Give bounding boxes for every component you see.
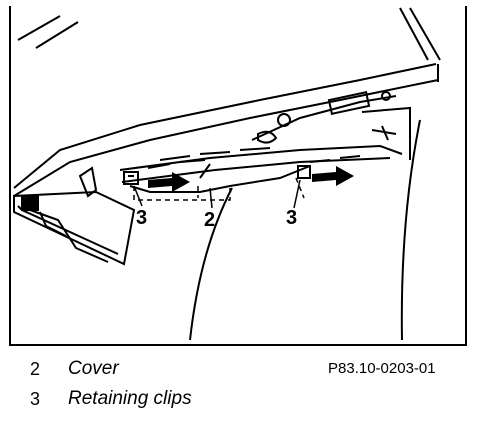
callout-3-left: 3 — [136, 207, 147, 229]
side-panel-curve — [78, 119, 421, 341]
lower-bracket — [13, 190, 136, 266]
legend-number-2: 2 — [30, 359, 41, 379]
legend-label-cover: Cover — [68, 358, 119, 379]
callout-leaders — [133, 179, 301, 209]
hinge-structure — [251, 91, 411, 160]
upper-panel — [13, 7, 441, 197]
retaining-clip-right — [297, 165, 311, 179]
callout-3-right: 3 — [286, 207, 297, 229]
dashed-guides — [133, 177, 305, 201]
legend-label-retaining-clips: Retaining clips — [68, 388, 192, 409]
callout-2: 2 — [204, 209, 215, 231]
illustration-frame — [9, 6, 467, 346]
figure-reference: P83.10-0203-01 — [328, 360, 436, 377]
pull-arrow-left — [148, 172, 190, 192]
cover-part — [119, 144, 403, 193]
pull-arrow-right — [312, 166, 354, 186]
retaining-clip-left — [123, 171, 139, 185]
legend-number-3: 3 — [30, 389, 41, 409]
